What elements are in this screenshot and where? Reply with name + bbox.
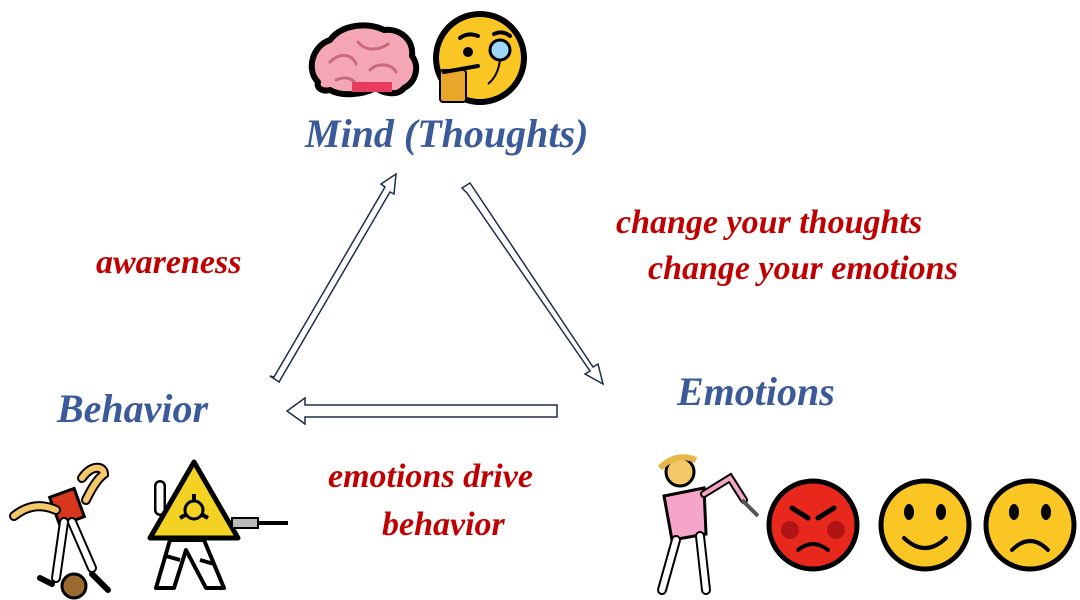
edge-label-change-thoughts: change your thoughts <box>616 204 923 241</box>
biohazard-fencer-icon <box>147 459 288 590</box>
thinking-face-with-monocle-icon <box>433 11 527 105</box>
edge-label-behavior: behavior <box>382 506 505 543</box>
edge-label-change-emotions: change your emotions <box>648 250 958 287</box>
frowning-face-icon <box>983 478 1077 572</box>
cartwheel-person-icon <box>9 462 111 600</box>
arrow-mind-to-emotions <box>460 181 605 386</box>
edge-label-awareness: awareness <box>96 244 242 281</box>
arrow-emotions-to-behavior <box>285 396 558 426</box>
node-label-mind: Mind (Thoughts) <box>305 111 589 156</box>
edge-label-emotions-drive: emotions drive <box>328 458 533 495</box>
node-label-emotions: Emotions <box>677 369 835 414</box>
angry-face-icon <box>766 478 860 572</box>
arrow-behavior-to-mind <box>269 172 397 384</box>
brain-icon <box>308 22 420 98</box>
node-label-behavior: Behavior <box>57 386 209 431</box>
smiling-face-icon <box>878 478 972 572</box>
golfer-icon <box>657 454 760 595</box>
